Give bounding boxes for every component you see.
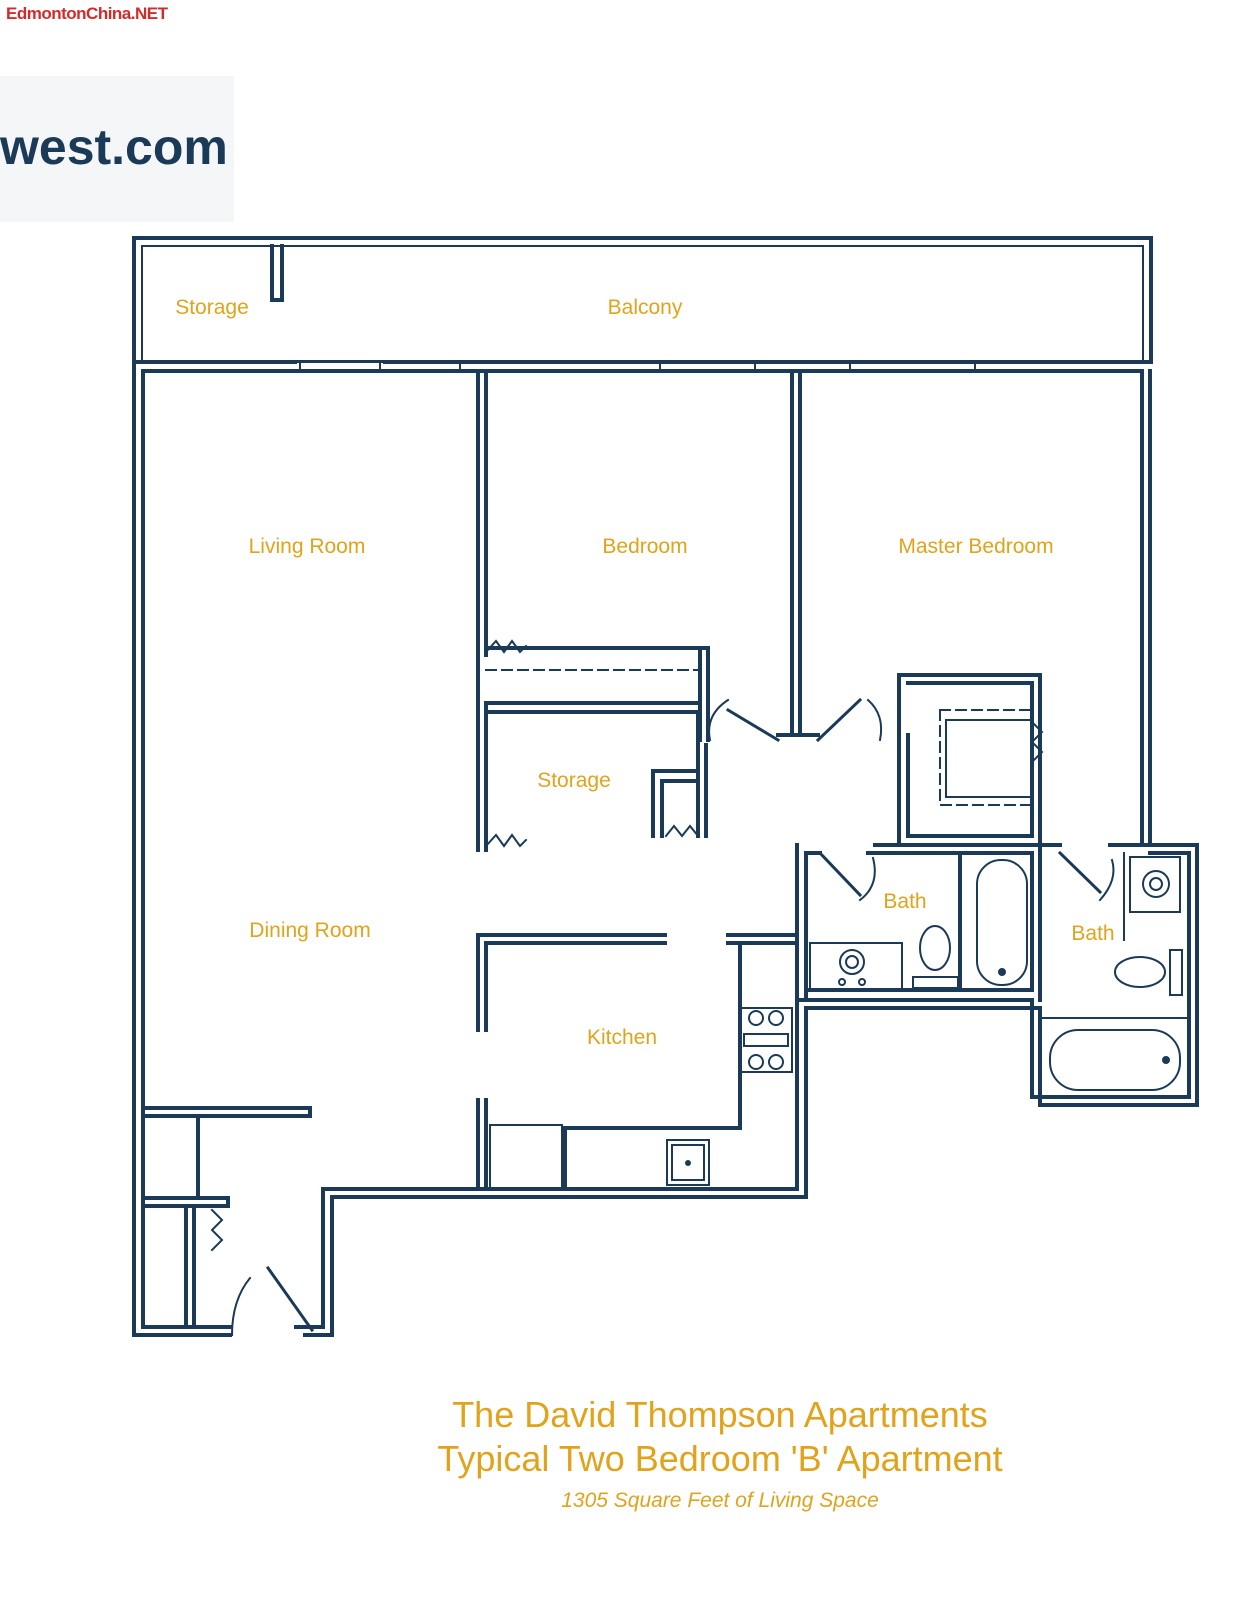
unit-title: Typical Two Bedroom 'B' Apartment <box>437 1438 1003 1479</box>
label-living-room: Living Room <box>248 535 366 558</box>
label-kitchen: Kitchen <box>586 1026 658 1049</box>
label-balcony: Balcony <box>607 296 683 319</box>
exterior-walls <box>132 360 1199 1337</box>
label-bedroom: Bedroom <box>602 535 688 558</box>
label-dining-room: Dining Room <box>249 919 371 942</box>
area-subtitle: 1305 Square Feet of Living Space <box>561 1489 879 1512</box>
label-storage-balcony: Storage <box>175 296 249 319</box>
site-watermark: EdmontonChina.NET <box>6 4 168 23</box>
interior-walls <box>141 369 1190 1329</box>
label-bath-2: Bath <box>1071 922 1115 945</box>
doors <box>210 639 1115 1337</box>
logo-text: west.com <box>0 119 228 175</box>
fixtures <box>489 856 1183 1190</box>
label-master-bedroom: Master Bedroom <box>898 535 1054 558</box>
logo-panel <box>0 76 234 222</box>
building-title: The David Thompson Apartments <box>452 1394 988 1435</box>
label-storage-closet: Storage <box>537 769 611 792</box>
label-bath-1: Bath <box>883 890 927 913</box>
